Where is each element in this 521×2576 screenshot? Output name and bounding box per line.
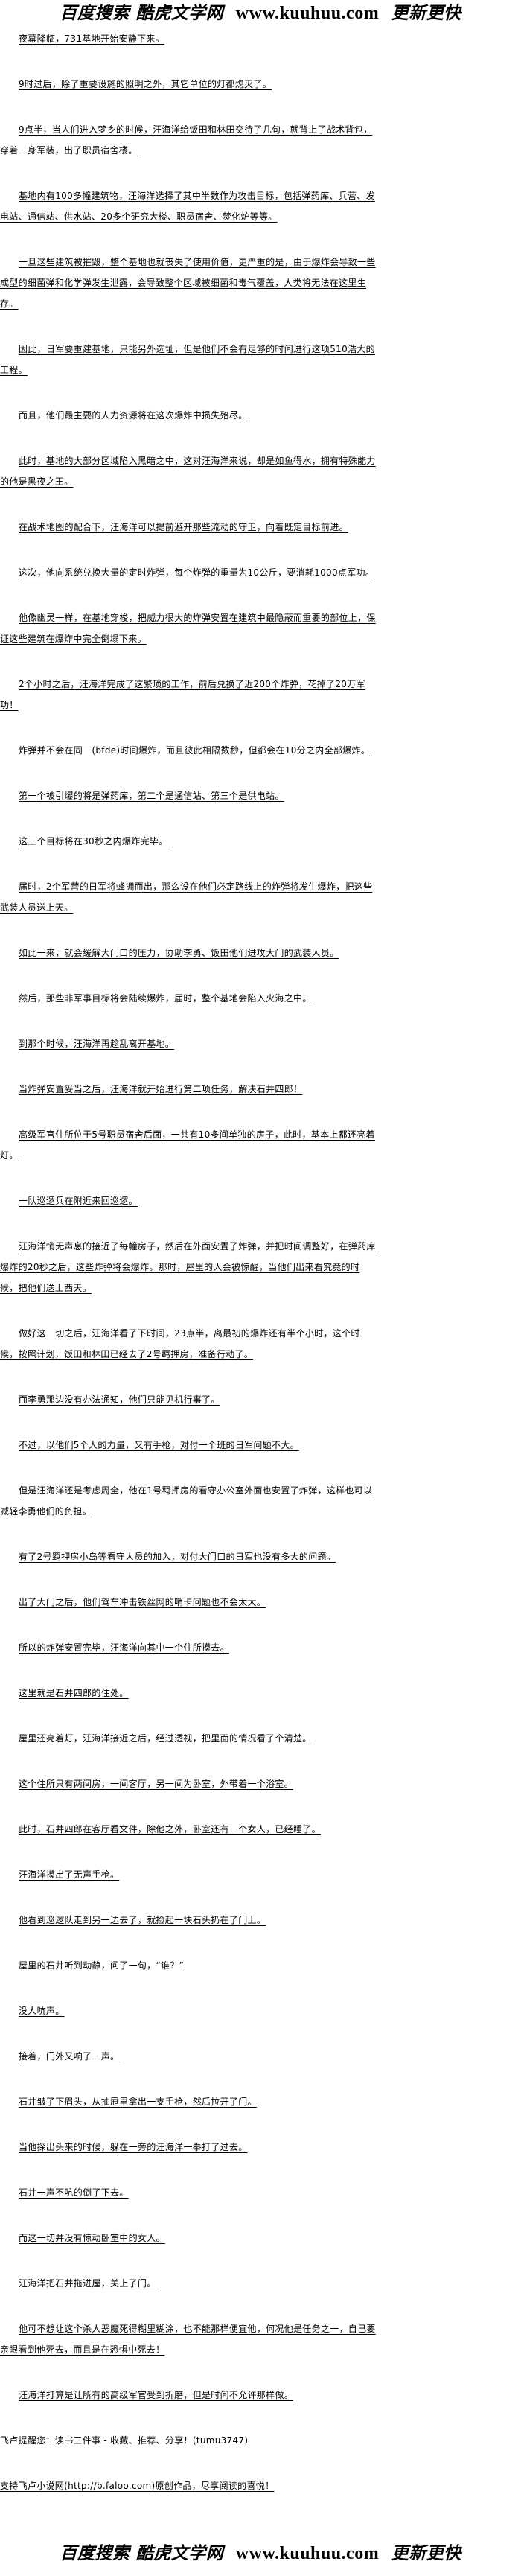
footer-reminder: 飞卢提醒您：读书三件事 - 收藏、推荐、分享！(tumu3747) xyxy=(0,2435,249,2446)
story-paragraph: 高级军官住所位于5号职员宿舍后面，一共有10多间单独的房子，此时，基本上都还亮着… xyxy=(0,1129,375,1161)
story-paragraph: 届时，2个军营的日军将蜂拥而出，那么设在他们必定路线上的炸弹将发生爆炸，把这些武… xyxy=(0,881,373,913)
story-paragraph: 然后，那些非军事目标将会陆续爆炸，届时，整个基地会陷入火海之中。 xyxy=(19,993,312,1004)
story-paragraph: 所以的炸弹安置完毕，汪海洋向其中一个住所摸去。 xyxy=(19,1642,229,1653)
story-paragraph: 出了大门之后，他们驾车冲击铁丝网的哨卡问题也不会太大。 xyxy=(19,1597,266,1607)
footer-support-link[interactable]: 支持飞卢小说网(http://b.faloo.com)原创作品，尽享阅读的喜悦！ xyxy=(0,2481,275,2491)
story-paragraph: 这个住所只有两间房，一间客厅，另一间为卧室，外带着一个浴室。 xyxy=(19,1779,294,1789)
story-paragraph: 此时，石井四郎在客厅看文件，除他之外，卧室还有一个女人，已经睡了。 xyxy=(19,1824,321,1834)
banner-slogan: 更新更快 xyxy=(391,2543,461,2563)
story-paragraph: 汪海洋悄无声息的接近了每幢房子，然后在外面安置了炸弹，并把时间调整好，在弹药库爆… xyxy=(0,1241,376,1293)
story-paragraph: 有了2号羁押房小岛等看守人员的加入，对付大门口的日军也没有多大的问题。 xyxy=(19,1552,336,1562)
story-paragraph: 2个小时之后，汪海洋完成了这繁琐的工作，前后兑换了近200个炸弹，花掉了20万军… xyxy=(0,679,365,710)
story-paragraph: 这三个目标将在30秒之内爆炸完毕。 xyxy=(19,836,168,847)
banner-slogan: 更新更快 xyxy=(391,3,461,23)
banner-url[interactable]: www.kuuhuu.com xyxy=(235,2544,380,2563)
site-banner-top: 百度搜索 酷虎文学网 www.kuuhuu.com 更新更快 xyxy=(0,1,521,25)
chapter-content: 夜幕降临，731基地开始安静下来。 9时过后，除了重要设施的照明之外，其它单位的灯… xyxy=(0,28,377,2521)
story-paragraph: 一队巡逻兵在附近来回巡逻。 xyxy=(19,1196,138,1206)
story-paragraph: 此时，基地的大部分区域陷入黑暗之中，这对汪海洋来说，却是如鱼得水，拥有特殊能力的… xyxy=(0,456,376,487)
story-paragraph: 屋里的石井听到动静，问了一句，“谁？” xyxy=(19,1960,185,1971)
story-paragraph: 9时过后，除了重要设施的照明之外，其它单位的灯都熄灭了。 xyxy=(19,79,272,89)
story-paragraph: 一旦这些建筑被摧毁，整个基地也就丧失了使用价值，更严重的是，由于爆炸会导致一些成… xyxy=(0,257,376,309)
story-paragraph: 屋里还亮着灯，汪海洋接近之后，经过透视，把里面的情况看了个清楚。 xyxy=(19,1733,312,1744)
story-paragraph: 做好这一切之后，汪海洋看了下时间，23点半，离最初的爆炸还有半个小时，这个时候，… xyxy=(0,1328,360,1359)
story-paragraph: 汪海洋打算是让所有的高级军官受到折磨，但是时间不允许那样做。 xyxy=(19,2390,294,2400)
story-paragraph: 但是汪海洋还是考虑周全，他在1号羁押房的看守办公室外面也安置了炸弹，这样也可以减… xyxy=(0,1485,373,1517)
story-paragraph: 他看到巡逻队走到另一边去了，就捡起一块石头扔在了门上。 xyxy=(19,1915,266,1925)
story-paragraph: 到那个时候，汪海洋再趁乱离开基地。 xyxy=(19,1039,175,1049)
story-paragraph: 他可不想让这个杀人恶魔死得糊里糊涂，也不能那样便宜他，何况他是任务之一，自己要亲… xyxy=(0,2324,376,2355)
story-paragraph: 石井一声不吭的倒了下去。 xyxy=(19,2187,129,2198)
paragraph-list: 夜幕降临，731基地开始安静下来。 9时过后，除了重要设施的照明之外，其它单位的灯… xyxy=(0,28,377,2406)
banner-url[interactable]: www.kuuhuu.com xyxy=(235,4,380,23)
story-paragraph: 而这一切并没有惊动卧室中的女人。 xyxy=(19,2233,165,2243)
banner-site-name: 百度搜索 酷虎文学网 xyxy=(60,3,224,23)
story-paragraph: 接着，门外又响了一声。 xyxy=(19,2051,120,2062)
story-paragraph: 而且，他们最主要的人力资源将在这次爆炸中损失殆尽。 xyxy=(19,410,248,421)
story-paragraph: 在战术地图的配合下，汪海洋可以提前避开那些流动的守卫，向着既定目标前进。 xyxy=(19,522,348,532)
story-paragraph: 夜幕降临，731基地开始安静下来。 xyxy=(19,34,165,44)
story-paragraph: 汪海洋摸出了无声手枪。 xyxy=(19,1869,120,1880)
story-paragraph: 不过，以他们5个人的力量，又有手枪，对付一个班的日军问题不大。 xyxy=(19,1440,299,1450)
story-paragraph: 当他探出头来的时候，躲在一旁的汪海洋一拳打了过去。 xyxy=(19,2142,248,2152)
story-paragraph: 他像幽灵一样，在基地穿梭，把威力很大的炸弹安置在建筑中最隐蔽而重要的部位上，保证… xyxy=(0,613,376,644)
story-paragraph: 第一个被引爆的将是弹药库，第二个是通信站、第三个是供电站。 xyxy=(19,791,284,801)
story-paragraph: 当炸弹安置妥当之后，汪海洋就开始进行第二项任务，解决石井四郎！ xyxy=(19,1084,303,1094)
story-paragraph: 这里就是石井四郎的住处。 xyxy=(19,1688,129,1698)
story-paragraph: 因此，日军要重建基地，只能另外选址，但是他们不会有足够的时间进行这项510浩大的… xyxy=(0,344,375,375)
story-paragraph: 这次，他向系统兑换大量的定时炸弹，每个炸弹的重量为10公斤，要消耗1000点军功… xyxy=(19,567,375,578)
story-paragraph: 基地内有100多幢建筑物，汪海洋选择了其中半数作为攻击目标，包括弹药库、兵营、发… xyxy=(0,191,375,222)
story-paragraph: 如此一来，就会缓解大门口的压力，协助李勇、饭田他们进攻大门的武装人员。 xyxy=(19,948,339,958)
site-banner-bottom: 百度搜索 酷虎文学网 www.kuuhuu.com 更新更快 xyxy=(0,2542,521,2566)
story-paragraph: 炸弹并不会在同一(bfde)时间爆炸，而且彼此相隔数秒，但都会在10分之内全部爆… xyxy=(19,745,371,756)
banner-site-name: 百度搜索 酷虎文学网 xyxy=(60,2543,224,2563)
story-paragraph: 没人吭声。 xyxy=(19,2006,65,2016)
story-paragraph: 9点半，当人们进入梦乡的时候，汪海洋给饭田和林田交待了几句，就背上了战术背包，穿… xyxy=(0,124,373,156)
story-paragraph: 汪海洋把石井拖进屋，关上了门。 xyxy=(19,2278,156,2289)
story-paragraph: 石井皱了下眉头，从抽屉里拿出一支手枪，然后拉开了门。 xyxy=(19,2097,257,2107)
story-paragraph: 而李勇那边没有办法通知，他们只能见机行事了。 xyxy=(19,1394,220,1405)
